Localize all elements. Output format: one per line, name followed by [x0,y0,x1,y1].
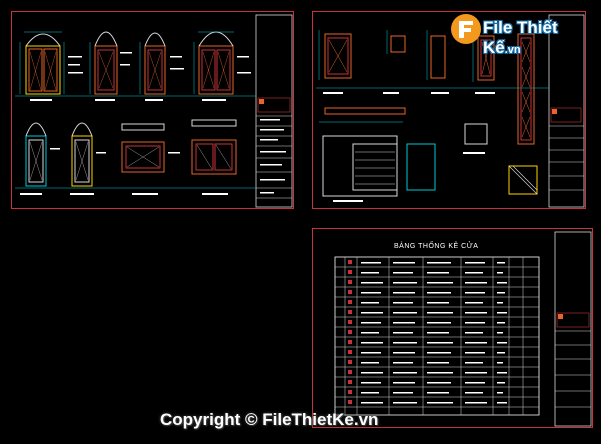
door-elevations-drawing [15,14,293,208]
drawing-sheet-details [312,11,586,209]
schedule-title: BẢNG THỐNG KÊ CỬA [394,243,479,250]
site-logo: File Thiết Kế.vn [447,8,597,57]
logo-domain: .vn [504,44,521,56]
drawing-sheet-doors [11,11,294,209]
logo-mark-icon [451,14,481,44]
door-schedule-drawing [334,231,592,427]
logo-brand: File Thiết Kế [483,18,558,57]
drawing-sheet-schedule [312,228,593,428]
copyright-notice: Copyright © FileThietKe.vn [160,410,379,429]
door-details-drawing [316,14,585,208]
